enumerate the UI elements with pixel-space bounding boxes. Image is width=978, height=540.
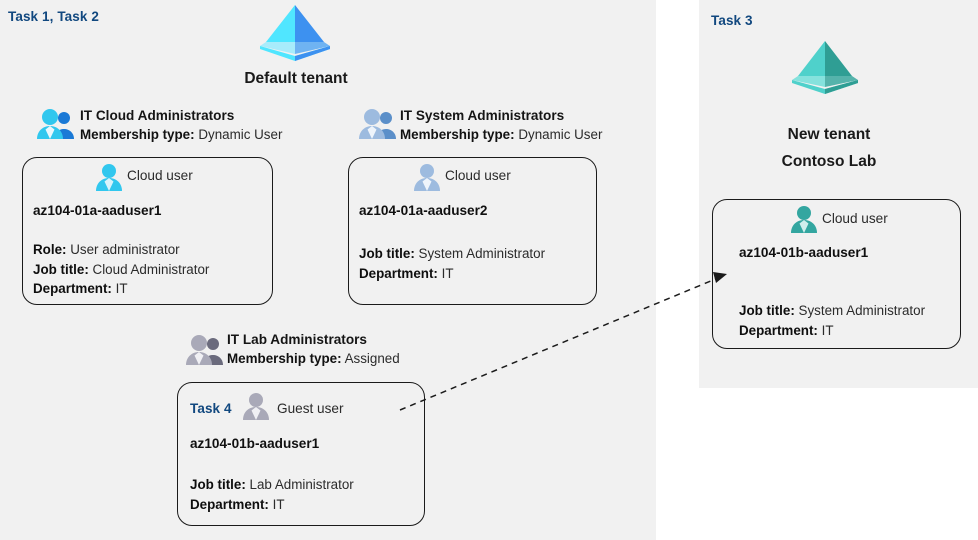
field-label: Job title: <box>739 303 795 318</box>
field-label: Department: <box>190 496 269 512</box>
field-value: System Administrator <box>418 246 546 261</box>
group-block-it-cloud-administrators: IT Cloud Administrators Membership type:… <box>80 106 282 145</box>
field-label: Department: <box>33 281 112 296</box>
field-value: IT <box>115 281 128 296</box>
guest-user-icon <box>243 392 269 420</box>
group-users-icon <box>36 108 78 140</box>
field-department: Department: IT <box>739 321 925 341</box>
group-block-it-lab-administrators: IT Lab Administrators Membership type: A… <box>227 330 400 369</box>
field-label: Job title: <box>359 246 415 261</box>
field-value: IT <box>441 265 454 281</box>
task-label-4: Task 4 <box>190 401 232 416</box>
user-name: az104-01b-aaduser1 <box>190 436 320 451</box>
user-type-label: Guest user <box>277 401 344 416</box>
group-users-icon <box>185 334 227 366</box>
user-fields: Job title: System Administrator Departme… <box>739 301 925 340</box>
user-fields: Role: User administrator Job title: Clou… <box>33 240 209 299</box>
group-membership-value: Dynamic User <box>518 127 603 142</box>
field-job-title: Job title: Cloud Administrator <box>33 260 209 280</box>
cloud-user-icon <box>96 163 122 191</box>
field-label: Department: <box>359 265 438 281</box>
field-role: Role: User administrator <box>33 240 209 260</box>
group-name: IT Lab Administrators <box>227 332 367 347</box>
field-label: Job title: <box>33 261 89 277</box>
user-name: az104-01a-aaduser2 <box>359 203 488 218</box>
field-department: Department: IT <box>359 264 545 284</box>
cloud-user-icon <box>791 205 817 233</box>
user-card-az104-01b-aaduser1-cloud[interactable] <box>712 199 961 349</box>
field-value: Lab Administrator <box>249 477 354 492</box>
group-membership-value: Dynamic User <box>198 127 283 142</box>
group-users-icon <box>358 108 400 140</box>
user-fields: Job title: System Administrator Departme… <box>359 244 545 283</box>
group-membership-label: Membership type: <box>400 127 515 142</box>
group-membership-label: Membership type: <box>80 127 195 142</box>
user-name: az104-01b-aaduser1 <box>739 245 869 260</box>
user-card-az104-01a-aaduser1[interactable] <box>22 157 273 305</box>
group-membership-type: Membership type: Assigned <box>227 349 400 369</box>
new-tenant-title-line1: New tenant <box>787 126 871 143</box>
field-job-title: Job title: Lab Administrator <box>190 475 354 495</box>
default-tenant-title: Default tenant <box>244 70 348 87</box>
user-fields: Job title: Lab Administrator Department:… <box>190 475 354 514</box>
group-membership-value: Assigned <box>344 351 400 366</box>
user-type-label: Cloud user <box>127 168 193 183</box>
user-type-label: Cloud user <box>445 168 511 183</box>
field-job-title: Job title: System Administrator <box>739 301 925 321</box>
azure-ad-pyramid-icon <box>258 2 332 64</box>
field-value: Cloud Administrator <box>92 261 210 277</box>
field-job-title: Job title: System Administrator <box>359 244 545 264</box>
group-block-it-system-administrators: IT System Administrators Membership type… <box>400 106 602 145</box>
group-name: IT Cloud Administrators <box>80 108 235 123</box>
group-name: IT System Administrators <box>400 108 565 123</box>
cloud-user-icon <box>414 163 440 191</box>
azure-ad-pyramid-icon <box>790 38 860 98</box>
field-department: Department: IT <box>33 279 209 299</box>
group-membership-type: Membership type: Dynamic User <box>400 125 602 145</box>
field-label: Job title: <box>190 477 246 492</box>
field-value: IT <box>272 496 285 512</box>
field-value: System Administrator <box>798 303 926 318</box>
user-type-label: Cloud user <box>822 211 888 226</box>
user-card-az104-01b-aaduser1-guest[interactable] <box>177 382 425 526</box>
task-label-3: Task 3 <box>711 13 753 28</box>
group-membership-label: Membership type: <box>227 351 342 366</box>
field-label: Department: <box>739 322 818 338</box>
field-department: Department: IT <box>190 495 354 515</box>
field-value: IT <box>821 322 834 338</box>
field-value: User administrator <box>70 242 180 257</box>
new-tenant-title-line2: Contoso Lab <box>781 153 877 170</box>
group-membership-type: Membership type: Dynamic User <box>80 125 282 145</box>
user-name: az104-01a-aaduser1 <box>33 203 162 218</box>
default-tenant-panel <box>0 0 656 540</box>
field-label: Role: <box>33 242 67 257</box>
task-label-1-2: Task 1, Task 2 <box>8 9 99 24</box>
